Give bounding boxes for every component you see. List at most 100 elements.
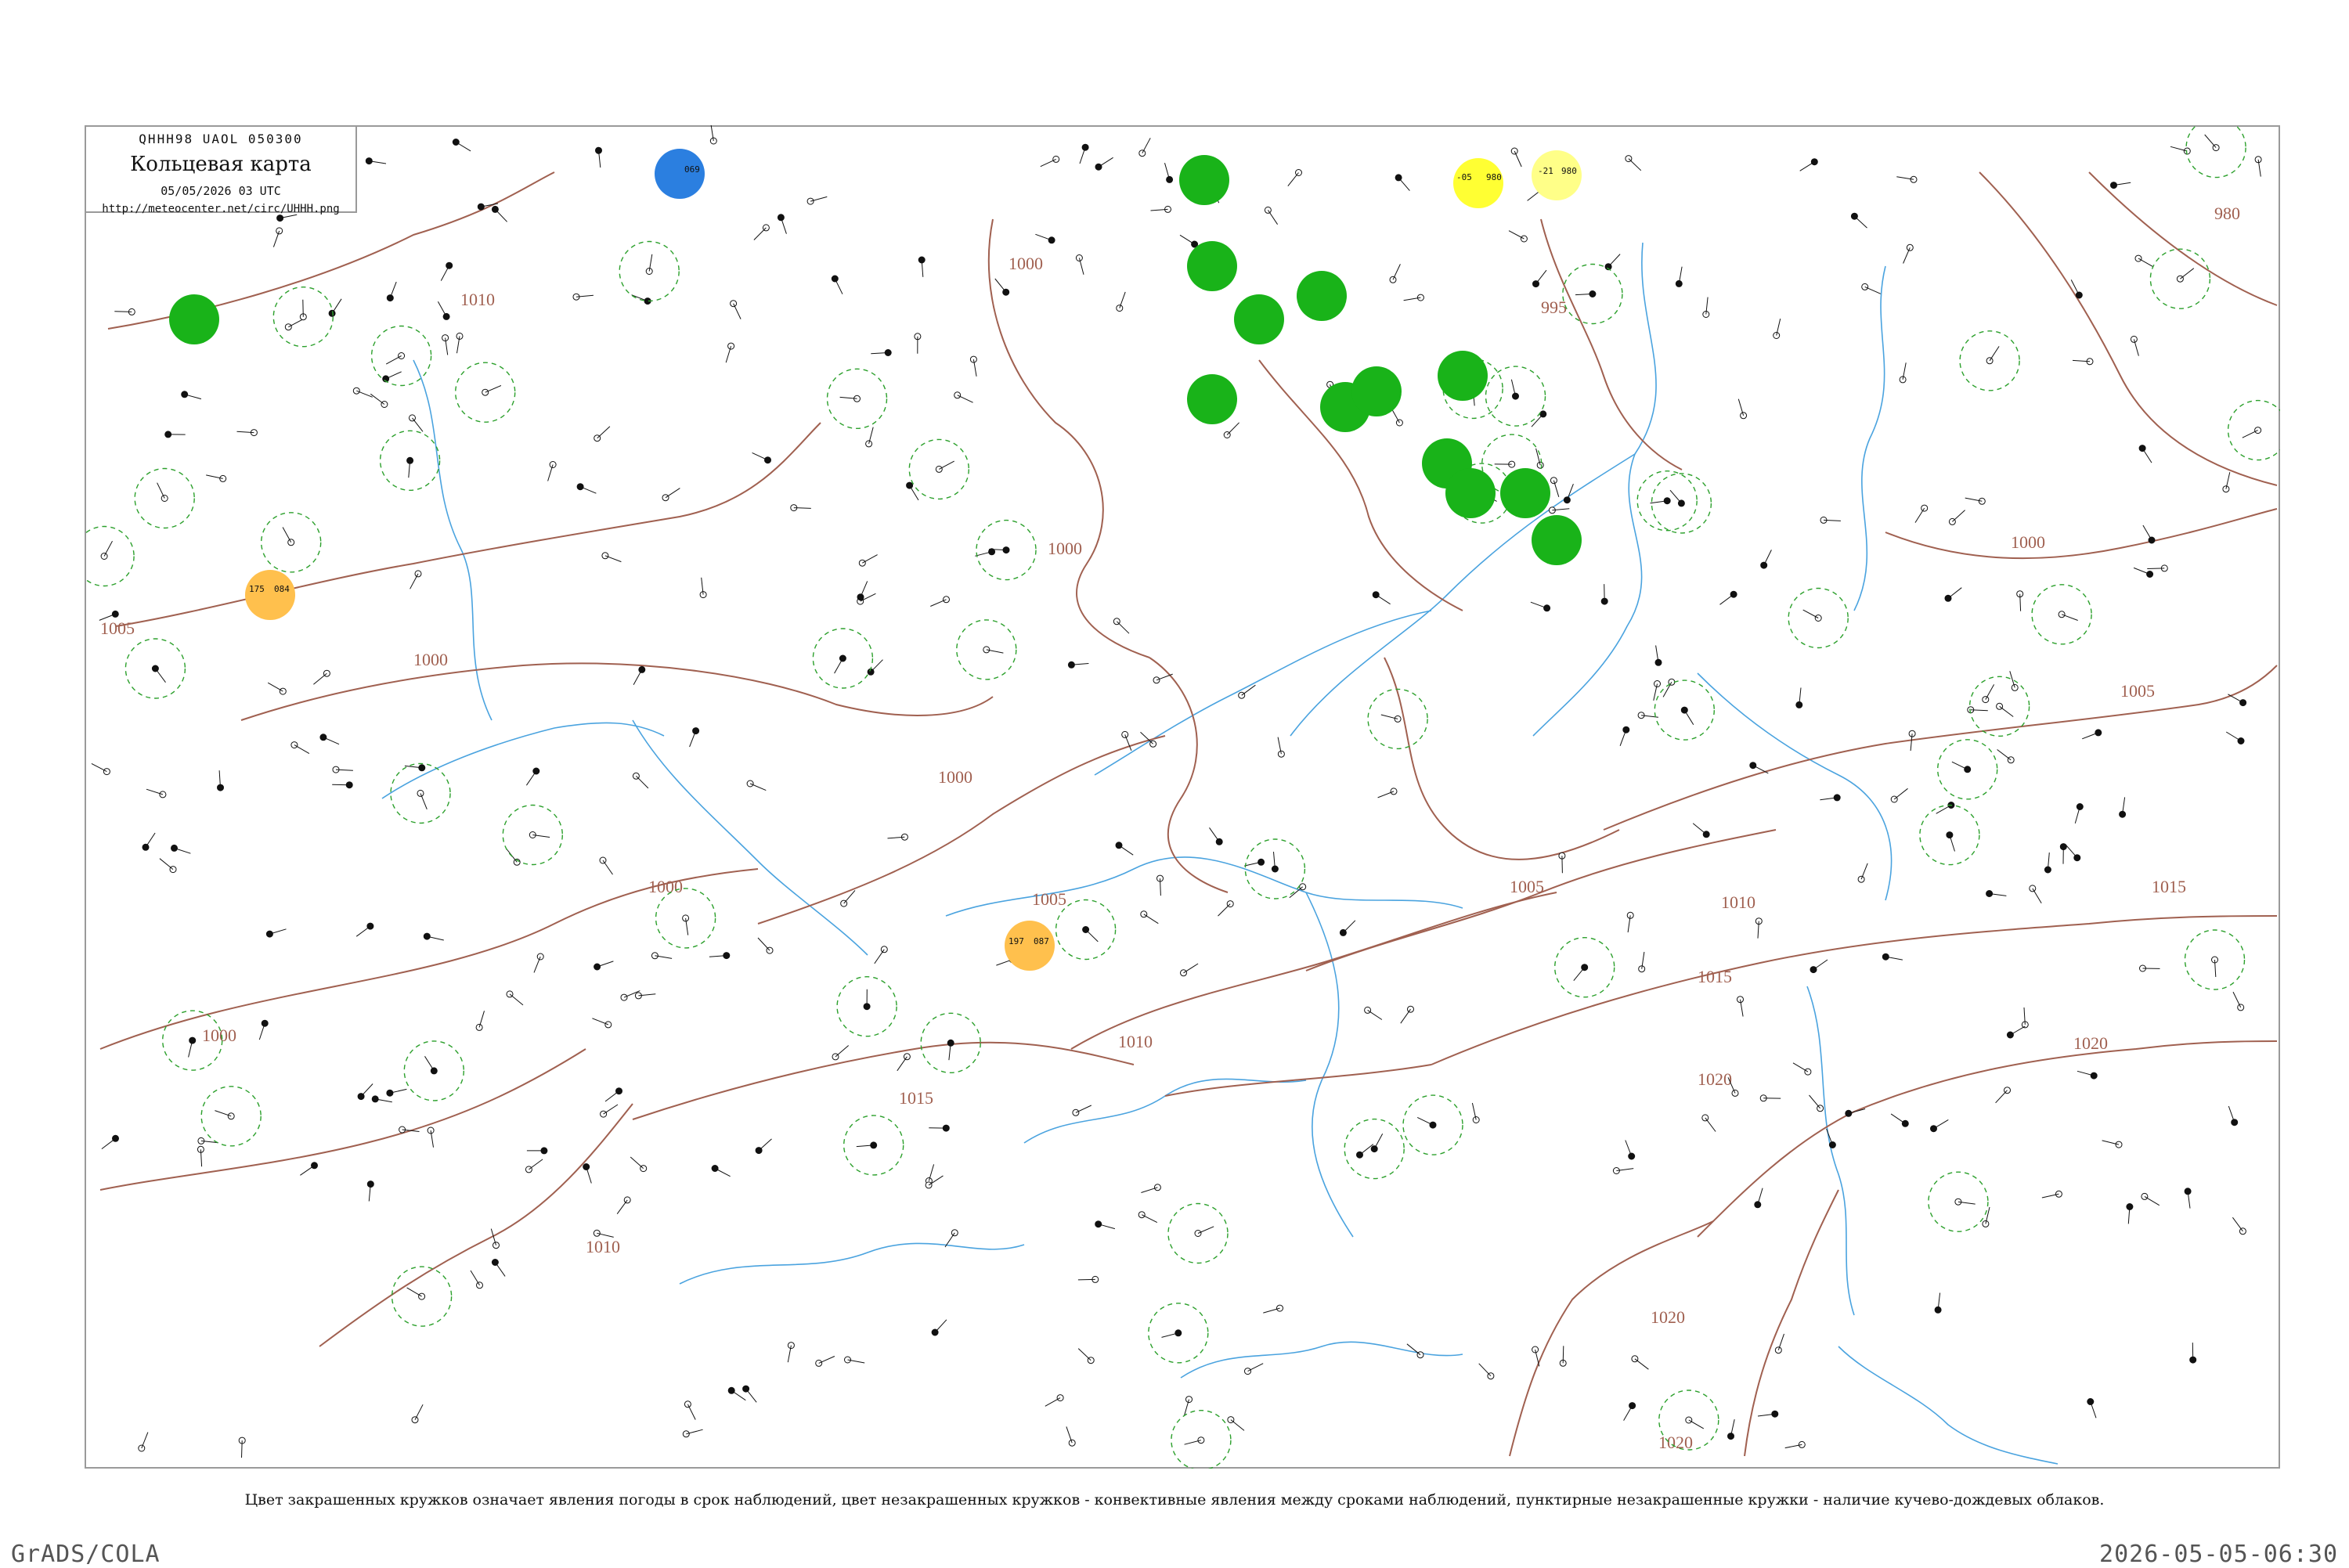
wind-barb: [875, 950, 885, 964]
river-selenga: [633, 720, 868, 955]
wind-barb: [2243, 431, 2258, 438]
wind-barb: [175, 848, 191, 853]
wind-barb: [754, 228, 767, 240]
isobar-label: 1020: [1698, 1069, 1732, 1089]
station-circle-rain[interactable]: [1532, 515, 1582, 565]
station-temp: -21: [1538, 166, 1553, 176]
wind-barb: [1705, 1118, 1716, 1132]
isobar-label: 1010: [586, 1237, 620, 1256]
wind-barb: [1080, 147, 1085, 164]
station-circle-haze[interactable]: [245, 570, 295, 620]
isobar-line: [241, 663, 993, 720]
wind-barb: [1393, 264, 1400, 279]
station-dot: [152, 665, 158, 672]
wind-barb: [548, 465, 554, 481]
isobar-line: [1885, 509, 2277, 558]
wind-barb: [835, 658, 843, 673]
isobar-label: 1005: [2120, 681, 2155, 701]
wind-barb: [1753, 766, 1769, 773]
station-circle-rain[interactable]: [1445, 468, 1496, 518]
wind-barb: [1990, 346, 1999, 360]
wind-barb: [479, 1011, 484, 1027]
wind-barb: [1608, 254, 1620, 267]
station-circle-rain[interactable]: [1179, 155, 1229, 205]
wind-barb: [617, 1200, 627, 1214]
isobar-line: [116, 423, 821, 626]
isobar-label: 1015: [2152, 877, 2186, 896]
wind-barb: [1120, 292, 1125, 308]
station-dot: [2255, 427, 2261, 434]
wind-barb: [510, 994, 523, 1005]
wind-barb: [819, 1357, 835, 1364]
station-circle-rain[interactable]: [1500, 468, 1550, 518]
wind-barb: [1066, 1426, 1072, 1443]
station-circle-rain[interactable]: [1438, 351, 1488, 401]
isobar-label: 1000: [2011, 532, 2045, 552]
station-circle-rain[interactable]: [1297, 271, 1347, 321]
map-url[interactable]: http://meteocenter.net/circ/UHHH.png: [86, 203, 355, 215]
map-title: Кольцевая карта: [86, 153, 355, 176]
wind-barb: [1417, 1117, 1433, 1125]
wind-barb: [1986, 684, 1994, 699]
station-dot: [1265, 207, 1271, 213]
isobar-labels: 1010 1005 1000 1000 1000 1000 1005 1010 …: [100, 204, 2240, 1452]
river-songhua: [1024, 1079, 1306, 1143]
station-circle-rain[interactable]: [1234, 294, 1284, 344]
station-circle-rain[interactable]: [1187, 241, 1237, 291]
wind-barb: [288, 319, 304, 326]
wind-barb: [1952, 762, 1968, 770]
station-dot: [1632, 1356, 1638, 1362]
wind-barb: [2066, 845, 2077, 858]
wind-barb: [897, 1057, 907, 1071]
wind-barb: [2082, 733, 2098, 739]
wind-barb: [313, 673, 327, 684]
wind-barb: [1099, 157, 1113, 167]
isobar-label: 1020: [1658, 1433, 1693, 1452]
station-dot: [866, 441, 872, 447]
wind-barb: [1536, 270, 1547, 283]
wind-barb: [604, 1105, 618, 1114]
wind-barb: [1670, 490, 1681, 503]
wind-barb: [910, 485, 918, 500]
wind-barb: [259, 1023, 265, 1040]
isobar-label: 995: [1541, 297, 1567, 317]
wind-barb: [2228, 1106, 2234, 1123]
wind-barb: [142, 1433, 148, 1448]
wind-barb: [456, 142, 471, 151]
wind-barb: [1996, 1090, 2008, 1103]
wind-barb: [752, 452, 768, 460]
station-circle-rain[interactable]: [1187, 374, 1237, 424]
wind-barb: [1378, 791, 1394, 798]
isobar-label: 1020: [1651, 1307, 1685, 1327]
isobar-line: [633, 1043, 1134, 1119]
isobar-line: [1431, 916, 2277, 1065]
wind-barb: [1078, 1279, 1095, 1280]
station-circle-fog[interactable]: [1453, 158, 1503, 208]
wind-barb: [1854, 216, 1867, 228]
station-circle-rain[interactable]: [169, 294, 219, 344]
wind-barb: [758, 938, 770, 950]
wind-barb: [471, 1271, 480, 1285]
wind-barb: [1894, 788, 1907, 799]
wind-barb: [2010, 1026, 2025, 1035]
station-dot: [220, 475, 226, 481]
isobar-label: 1010: [1721, 892, 1755, 912]
wind-barb: [1268, 210, 1277, 224]
wind-barb: [526, 771, 536, 785]
wind-barb: [2180, 269, 2193, 279]
wind-barb: [273, 231, 279, 247]
wind-barb: [294, 745, 309, 754]
wind-barb: [862, 555, 877, 564]
wind-barb: [580, 487, 596, 494]
wind-barb: [1948, 588, 1961, 599]
wind-barb: [303, 300, 304, 317]
wind-barb: [485, 386, 501, 393]
river-yellow: [680, 1243, 1024, 1284]
wind-barb: [102, 1138, 116, 1148]
wind-barb: [407, 1288, 422, 1296]
station-circle-rain[interactable]: [1351, 366, 1402, 416]
wind-barb: [425, 1056, 435, 1071]
wind-barb: [1620, 730, 1626, 746]
isobar-label: 1000: [1009, 254, 1043, 273]
bulletin-code: QHHH98 UAOL 050300: [86, 132, 355, 146]
